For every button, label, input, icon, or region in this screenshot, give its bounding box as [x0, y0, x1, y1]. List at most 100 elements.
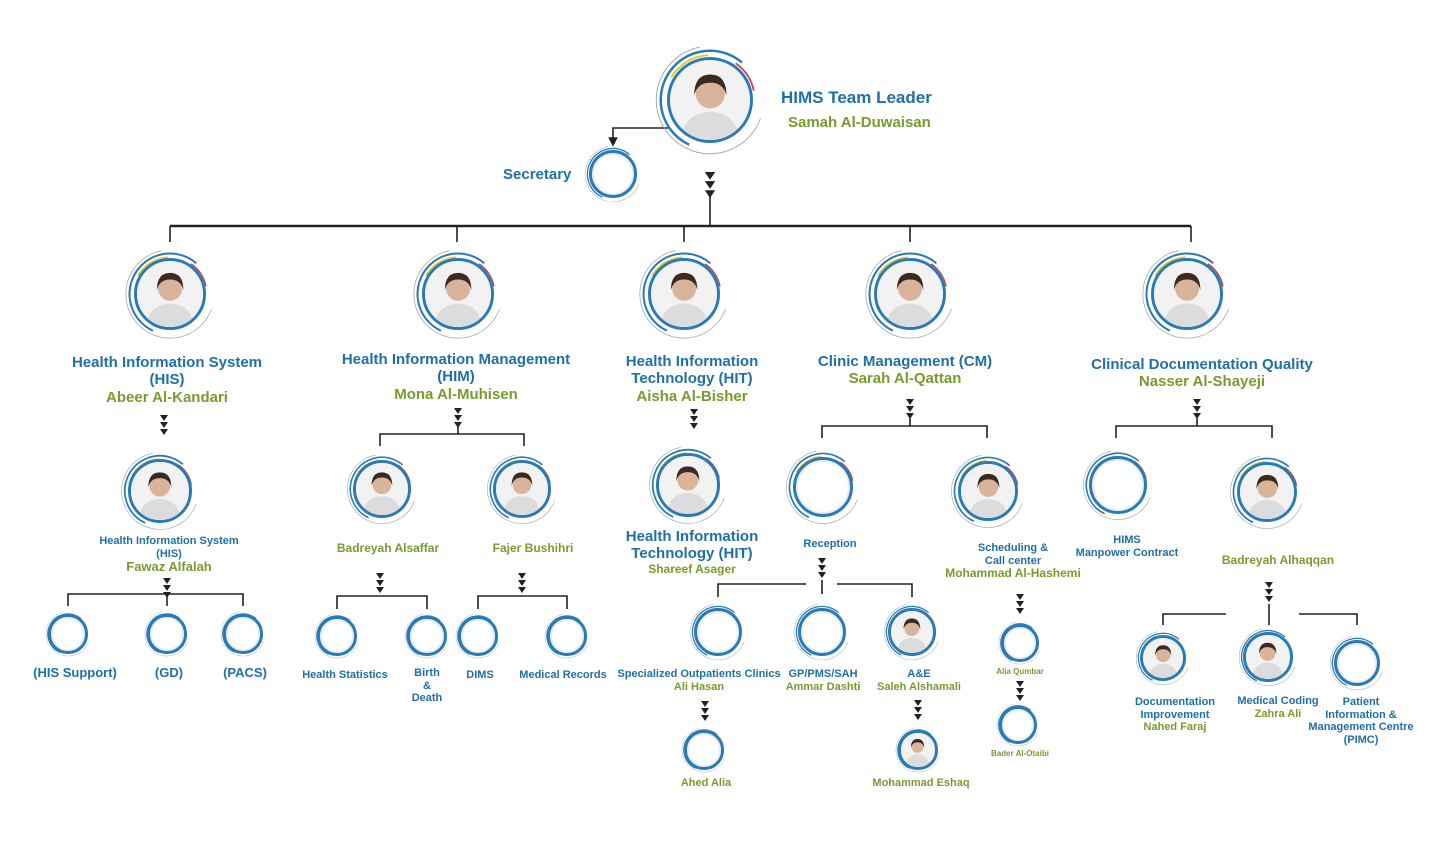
cdq-pimc-l1: Patient [1342, 696, 1380, 708]
cm-clinics-title: Specialized Outpatients Clinics [617, 668, 781, 680]
node-his [124, 248, 216, 340]
dept-hit-title-l1: Health Information [625, 353, 759, 370]
cm-ae-sub-name: Mohammad Eshaq [872, 777, 970, 789]
cdq-doc-l2: Improvement [1140, 708, 1210, 721]
cdq-pimc-l3: Management Centre [1308, 721, 1414, 734]
cdq-doc-l1: Documentation [1134, 696, 1216, 708]
node-cm-reception [785, 449, 861, 525]
triple-chevron-down-icon [701, 701, 709, 707]
person-avatar-icon [353, 460, 411, 518]
connector-lines [67, 127, 1358, 625]
person-avatar-icon [656, 453, 720, 517]
triple-chevron-down-icon [906, 413, 914, 419]
person-avatar-icon [666, 56, 754, 144]
empty-avatar [223, 614, 263, 654]
node-cm-sched-sub1 [998, 621, 1042, 665]
triple-chevron-down-icon [1193, 406, 1201, 412]
cm-ae-title: A&E [907, 668, 931, 680]
node-his-pacs [220, 611, 266, 657]
cdq-pimc-l2: Information & [1325, 708, 1397, 721]
dept-hit-title-l2: Technology (HIT) [631, 370, 753, 388]
empty-avatar [999, 706, 1037, 744]
empty-avatar [589, 150, 637, 198]
cdq-doc-name: Nahed Faraj [1143, 721, 1207, 734]
triple-chevron-down-icon [376, 587, 384, 593]
triple-chevron-down-icon [1193, 399, 1201, 405]
triple-chevron-down-icon [690, 423, 698, 429]
him-unit-dims: DIMS [466, 669, 494, 681]
empty-avatar [684, 730, 724, 770]
node-cdq-coding [1238, 627, 1298, 687]
person-avatar-icon [888, 608, 936, 656]
triple-chevron-down-icon [704, 172, 716, 180]
empty-avatar [1001, 624, 1039, 662]
dept-hit-title: Health Information Technology (HIT) Aish… [626, 353, 759, 405]
his-sub-title-l1: Health Information System [99, 535, 239, 547]
person-avatar-icon [957, 460, 1019, 522]
node-him-medical-records [544, 613, 590, 659]
cdq-pimc-label: Patient Information & Management Centre … [1308, 696, 1413, 747]
triple-chevron-down-icon [1016, 608, 1024, 614]
person-avatar-icon [493, 460, 551, 518]
cm-clinics-sub-name: Ahed Alia [680, 777, 732, 789]
empty-avatar [458, 616, 498, 656]
triple-chevron-down-icon [818, 565, 826, 571]
triple-chevron-down-icon [690, 409, 698, 415]
dept-cdq-title: Clinical Documentation Quality Nasser Al… [1091, 356, 1313, 391]
triple-chevron-down-icon [518, 573, 526, 579]
cm-gp-label: GP/PMS/SAH Ammar Dashti [786, 668, 861, 693]
node-leader-ring [655, 45, 765, 155]
cm-scheduling-name: Mohammad Al-Hashemi [945, 566, 1081, 581]
empty-avatar [547, 616, 587, 656]
cdq-coding-title: Medical Coding [1237, 695, 1319, 707]
person-avatar-icon [898, 730, 938, 770]
empty-avatar [1333, 639, 1381, 687]
triple-chevron-down-icon-group [160, 172, 1273, 721]
leader-title: HIMS Team Leader [781, 88, 932, 107]
his-sub-title-l2: (HIS) [156, 547, 182, 560]
cdq-manpower-l1: HIMS [1113, 534, 1141, 546]
node-cdq [1141, 248, 1233, 340]
cdq-manpower-l2: Manpower Contract [1075, 546, 1179, 559]
node-cdq-sub [1229, 454, 1305, 530]
empty-avatar [48, 614, 88, 654]
node-cm-sched-sub2 [996, 703, 1040, 747]
cm-gp-title: GP/PMS/SAH [788, 668, 858, 680]
triple-chevron-down-icon [454, 408, 462, 414]
cm-sched-sub1-name: Alia Qumbar [996, 667, 1044, 676]
cm-ae-label: A&E Saleh Alshamali [877, 668, 961, 693]
triple-chevron-down-icon [160, 415, 168, 421]
empty-avatar [694, 608, 742, 656]
node-him-birth-death [404, 613, 450, 659]
hit-sub-name: Shareef Asager [648, 561, 736, 576]
dept-cm-title-l1: Clinic Management (CM) [817, 353, 993, 370]
person-avatar-icon [1139, 634, 1187, 682]
dept-his-title-l1: Health Information System [71, 354, 263, 371]
triple-chevron-down-icon [1265, 596, 1273, 602]
triple-chevron-down-icon [704, 181, 716, 189]
node-cm-scheduling [950, 453, 1026, 529]
leader-name: Samah Al-Duwaisan [788, 114, 931, 131]
him-left-name: Badreyah Alsaffar [336, 541, 440, 555]
cdq-coding-name: Zahra Ali [1254, 707, 1302, 720]
empty-avatar [407, 616, 447, 656]
node-hit [638, 248, 730, 340]
person-avatar-icon [133, 257, 207, 331]
triple-chevron-down-icon [1265, 582, 1273, 588]
person-avatar-icon [1150, 257, 1224, 331]
triple-chevron-down-icon [914, 714, 922, 720]
dept-his-title-l2: (HIS) [149, 371, 185, 389]
node-leader [654, 44, 766, 156]
his-sub-title: Health Information System (HIS) Fawaz Al… [99, 535, 238, 575]
him-unit-death: Death [411, 692, 443, 705]
triple-chevron-down-icon [1016, 594, 1024, 600]
triple-chevron-down-icon [1016, 681, 1024, 687]
triple-chevron-down-icon [376, 580, 384, 586]
dept-him-title-l2: (HIM) [437, 368, 475, 386]
cdq-manpower-label: HIMS Manpower Contract [1076, 534, 1179, 559]
him-unit-birth-death: Birth & Death [412, 667, 443, 705]
dept-his-name: Abeer Al-Kandari [106, 388, 228, 406]
node-hit-sub [648, 445, 728, 525]
triple-chevron-down-icon [906, 399, 914, 405]
